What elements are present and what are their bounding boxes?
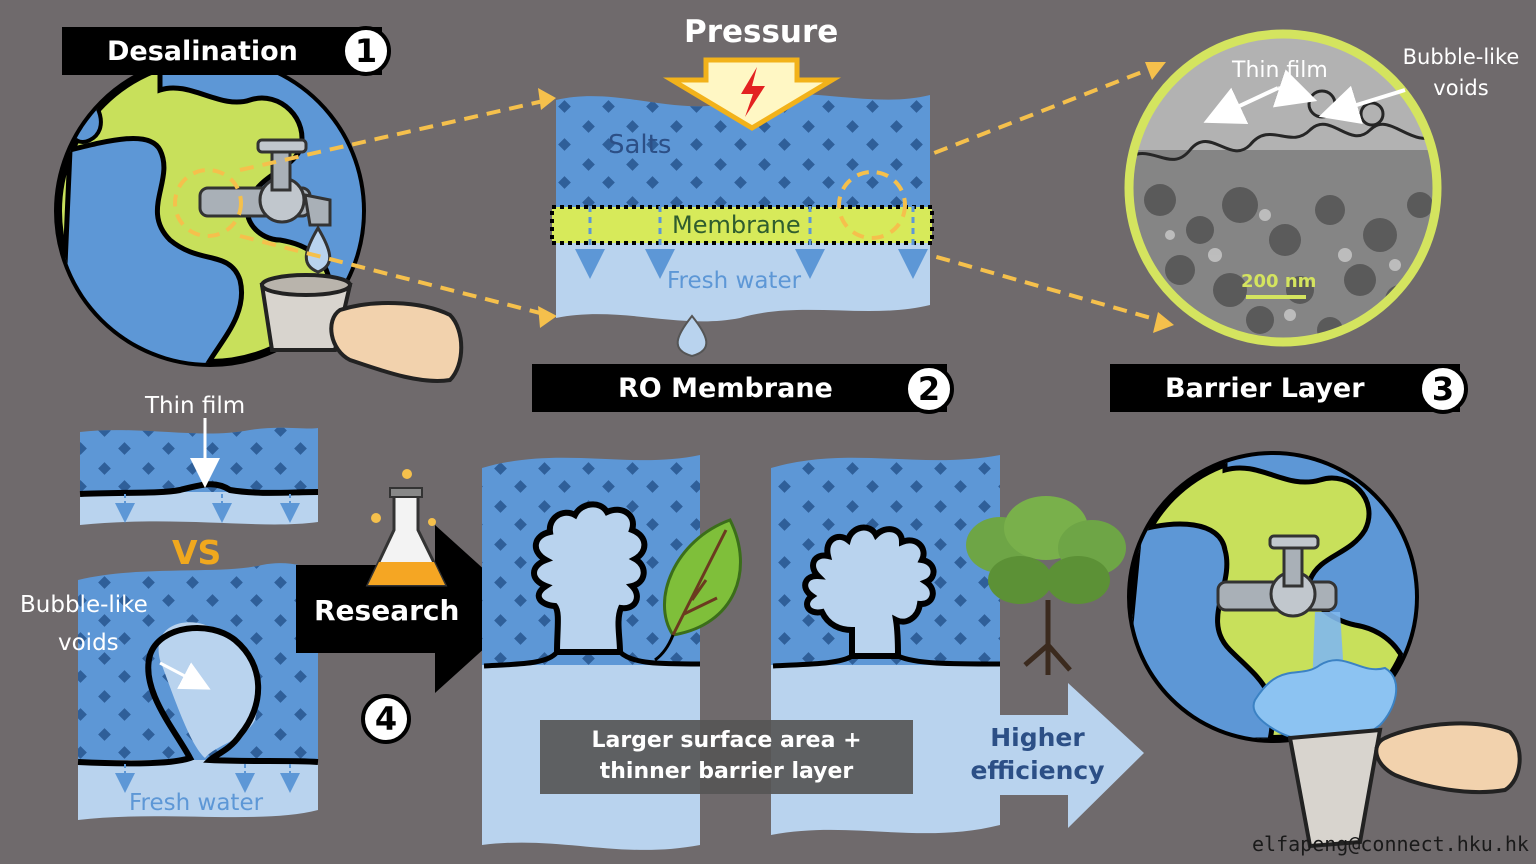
ro-membrane-title: RO Membrane xyxy=(618,372,833,404)
author-email: elfapeng@connect.hku.hk xyxy=(1252,832,1529,856)
lightning-icon xyxy=(741,67,765,117)
water-splash-icon xyxy=(1252,612,1398,744)
leaf-membrane-panel xyxy=(482,455,701,850)
step-number-1: 1 xyxy=(341,26,391,76)
pressure-label: Pressure xyxy=(684,14,839,50)
efficiency-label-line1: Higher xyxy=(990,723,1085,752)
zoom-arrowheads xyxy=(538,62,1174,333)
desalination-title: Desalination xyxy=(107,35,298,67)
efficiency-arrow xyxy=(950,683,1144,828)
cup-icon xyxy=(259,273,353,352)
faucet-icon xyxy=(198,138,332,227)
surface-area-label-line2: thinner barrier layer xyxy=(599,759,854,784)
step-number-4: 4 xyxy=(361,694,411,744)
membrane-layer xyxy=(550,205,934,245)
surface-area-box xyxy=(540,720,913,794)
fresh-water-label: Fresh water xyxy=(667,268,802,294)
thin-film-micro-label: Thin film xyxy=(1232,58,1328,83)
zoom-circle xyxy=(173,168,243,238)
leaf-icon xyxy=(654,518,742,662)
membrane-label: Membrane xyxy=(672,211,801,239)
step-number-3: 3 xyxy=(1418,364,1468,414)
surface-area-label-line1: Larger surface area + xyxy=(591,728,862,753)
micrograph-image xyxy=(1124,29,1442,347)
bubble-voids-panel xyxy=(77,563,319,820)
pressure-arrow-icon xyxy=(662,57,842,131)
fresh-water-drop-icon xyxy=(676,314,708,358)
hand-icon-result xyxy=(1374,721,1522,794)
barrier-layer-title: Barrier Layer xyxy=(1165,372,1365,404)
scale-bar-label: 200 nm xyxy=(1241,271,1317,292)
salts-label: Salts xyxy=(608,130,672,160)
vs-label: VS xyxy=(172,533,222,572)
bubble-voids-label-line1: Bubble-like xyxy=(20,592,148,618)
ro-membrane-panel xyxy=(550,93,934,358)
thin-film-label: Thin film xyxy=(145,393,246,419)
thin-film-panel xyxy=(79,418,319,525)
desalination-banner: Desalination xyxy=(62,27,382,75)
research-arrow xyxy=(296,525,528,693)
fresh-water-small-label: Fresh water xyxy=(129,790,264,816)
efficiency-label-line2: efficiency xyxy=(970,756,1105,785)
barrier-layer-banner: Barrier Layer xyxy=(1110,364,1460,412)
bubble-voids-label-line2: voids xyxy=(58,630,119,656)
research-label: Research xyxy=(314,594,460,627)
hand-icon xyxy=(329,301,464,383)
cup-icon-result xyxy=(1287,727,1383,849)
tree-icon xyxy=(966,496,1126,675)
step-number-2: 2 xyxy=(904,364,954,414)
ro-membrane-banner: RO Membrane xyxy=(532,364,947,412)
water-drop-icon xyxy=(304,225,332,274)
faucet-icon-result xyxy=(1216,534,1338,618)
bubble-voids-micro-label: Bubble-like voids xyxy=(1402,45,1520,100)
flask-icon xyxy=(365,469,448,587)
